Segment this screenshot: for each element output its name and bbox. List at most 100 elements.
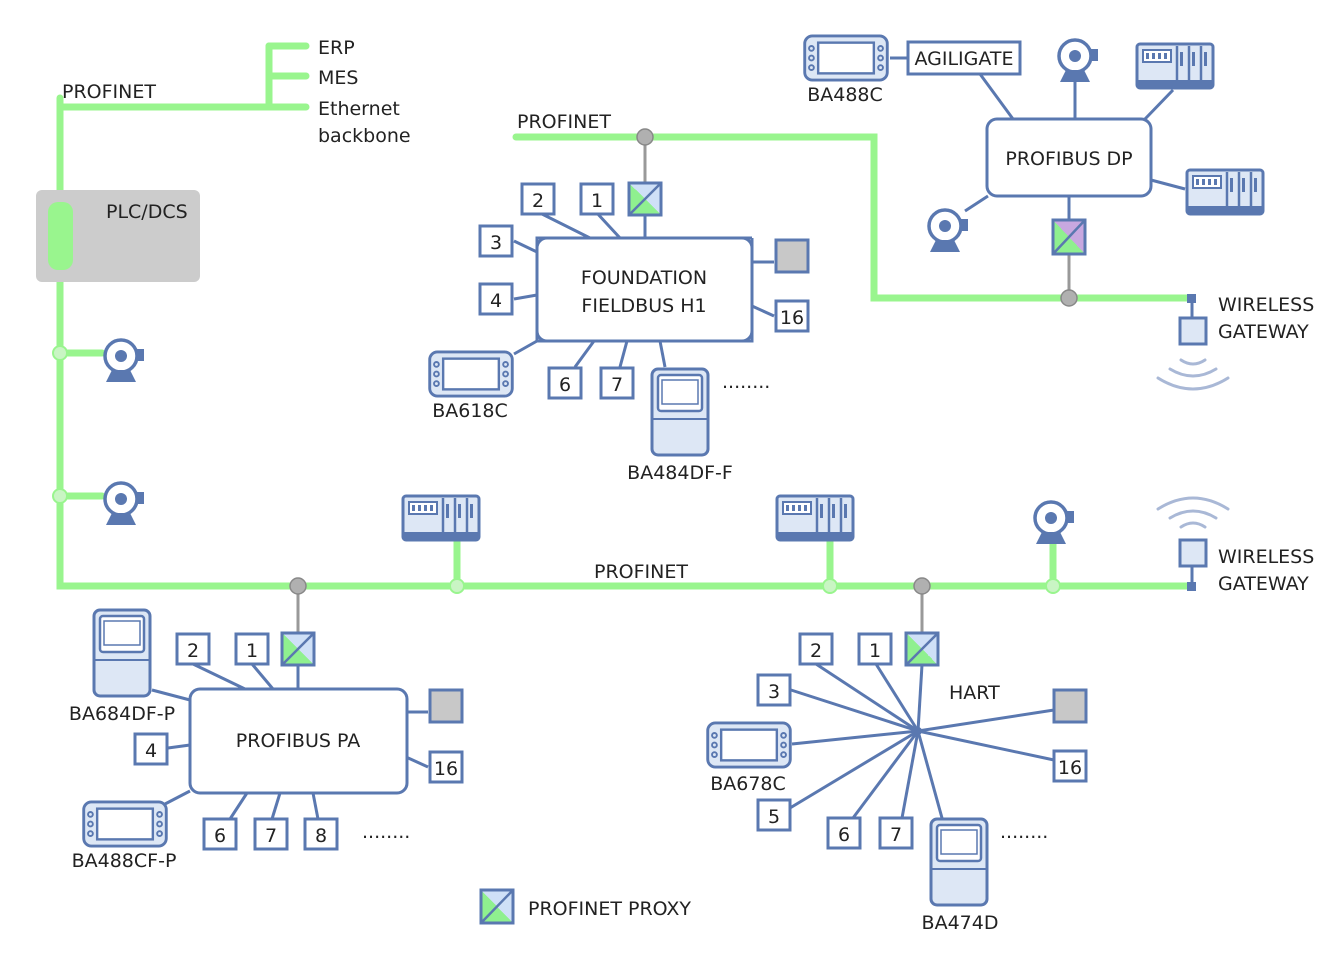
- wireless-gateway-icon: [1178, 538, 1208, 568]
- hart-box-16: [1052, 749, 1088, 783]
- svg-text:16: 16: [434, 758, 458, 780]
- ba684df-p-label: BA684DF-P: [69, 703, 175, 725]
- svg-text:7: 7: [265, 825, 277, 847]
- profinet-upper-label: PROFINET: [517, 111, 611, 133]
- wireless-gateway-bottom-label-2: GATEWAY: [1218, 573, 1309, 595]
- gray-junction: [913, 577, 931, 595]
- svg-text:7: 7: [890, 824, 902, 846]
- hart-label: HART: [949, 682, 1000, 704]
- profinet-top-left-label: PROFINET: [62, 81, 156, 103]
- agiligate-label: AGILIGATE: [914, 48, 1013, 70]
- ff-device-boxes: 2 1 3 4 6 7 16: [478, 182, 810, 400]
- valve-icon: [103, 338, 146, 382]
- svg-text:2: 2: [810, 640, 822, 662]
- profibus-dp-box: [985, 117, 1153, 198]
- hart-box-5: [756, 798, 792, 832]
- wireless-gateway-top-label-1: WIRELESS: [1218, 294, 1314, 316]
- svg-text:16: 16: [780, 307, 804, 329]
- gray-junction: [289, 577, 307, 595]
- legend-proxy-label: PROFINET PROXY: [528, 898, 691, 920]
- svg-text:1: 1: [246, 640, 258, 662]
- pa-box-2: [175, 632, 211, 666]
- ff-box-7: [599, 366, 635, 400]
- pa-box-16: [428, 750, 464, 784]
- hart-device-boxes: 2 1 3 5 6 7 16: [756, 632, 1088, 850]
- ff-ellipsis: ........: [722, 371, 770, 393]
- ff-box-3: [478, 224, 514, 258]
- hart-ellipsis: ........: [1000, 821, 1048, 843]
- remote-io-icon: [1185, 168, 1265, 216]
- svg-text:6: 6: [838, 824, 850, 846]
- ff-h1-label-2: FIELDBUS H1: [581, 295, 706, 317]
- ff-box-2: [520, 182, 556, 216]
- field-indicator-icon: [929, 817, 989, 907]
- valve-icon: [1033, 500, 1076, 544]
- svg-text:3: 3: [768, 681, 780, 703]
- pa-device-boxes: 2 1 4 6 7 8 16: [133, 632, 464, 851]
- remote-io-icon: [775, 494, 855, 542]
- svg-text:8: 8: [315, 825, 327, 847]
- valve-icon: [1057, 38, 1100, 82]
- plc-dcs-label: PLC/DCS: [106, 201, 188, 223]
- wireless-gateway-bottom-label-1: WIRELESS: [1218, 546, 1314, 568]
- pa-box-8: [303, 817, 339, 851]
- hart-box-3: [756, 673, 792, 707]
- hart-box-2: [798, 632, 834, 666]
- ba474d-label: BA474D: [922, 912, 999, 934]
- svg-text:3: 3: [490, 232, 502, 254]
- ff-h1-box: [535, 236, 754, 343]
- hart-gray-device: [1052, 688, 1088, 724]
- panel-meter-icon: [803, 34, 889, 82]
- svg-text:2: 2: [532, 190, 544, 212]
- profinet-upper-line: [512, 133, 1194, 302]
- mes-label: MES: [318, 67, 358, 89]
- ethernet-backbone-label-2: backbone: [318, 125, 411, 147]
- hart-star-lines: [789, 662, 1055, 819]
- panel-meter-icon: [706, 721, 792, 769]
- profinet-main-label: PROFINET: [594, 561, 688, 583]
- wifi-signal-icon: [1156, 496, 1230, 529]
- svg-text:6: 6: [559, 374, 571, 396]
- field-indicator-icon: [650, 367, 710, 457]
- wifi-signal-icon: [1156, 358, 1230, 391]
- gray-junction: [636, 128, 654, 146]
- panel-meter-icon: [428, 350, 514, 398]
- panel-meter-icon: [82, 800, 168, 848]
- profibus-dp-label: PROFIBUS DP: [1005, 148, 1132, 170]
- pa-box-6: [202, 817, 238, 851]
- ff-box-16: [774, 299, 810, 333]
- profibus-pa-box: [188, 687, 409, 795]
- ethernet-backbone-label-1: Ethernet: [318, 98, 400, 120]
- wireless-gateway-top-label-2: GATEWAY: [1218, 321, 1309, 343]
- hart-box-6: [826, 816, 862, 850]
- svg-text:1: 1: [591, 190, 603, 212]
- remote-io-icon: [1135, 42, 1215, 90]
- ff-box-1: [579, 182, 615, 216]
- profibus-pa-label: PROFIBUS PA: [236, 730, 360, 752]
- svg-text:2: 2: [187, 640, 199, 662]
- ff-box-6: [547, 366, 583, 400]
- pa-gray-device: [428, 688, 464, 724]
- ff-box-4: [478, 282, 514, 316]
- plc-dcs-port: [48, 202, 73, 270]
- ba484df-f-label: BA484DF-F: [627, 462, 733, 484]
- agiligate-box: [906, 40, 1022, 76]
- wireless-gateway-icon: [1178, 316, 1208, 346]
- svg-text:7: 7: [611, 374, 623, 396]
- ba488c-label: BA488C: [807, 84, 883, 106]
- gray-junction: [1060, 289, 1078, 307]
- ff-h1-label-1: FOUNDATION: [581, 267, 707, 289]
- svg-text:5: 5: [768, 806, 780, 828]
- ba488cf-p-label: BA488CF-P: [72, 850, 177, 872]
- svg-text:1: 1: [869, 640, 881, 662]
- pa-box-7: [253, 817, 289, 851]
- pa-box-1: [234, 632, 270, 666]
- erp-label: ERP: [318, 37, 355, 59]
- field-indicator-icon: [92, 608, 152, 698]
- hart-box-1: [857, 632, 893, 666]
- svg-text:6: 6: [214, 825, 226, 847]
- valve-icon: [927, 208, 970, 252]
- hart-box-7: [878, 816, 914, 850]
- ff-gray-device: [774, 238, 810, 274]
